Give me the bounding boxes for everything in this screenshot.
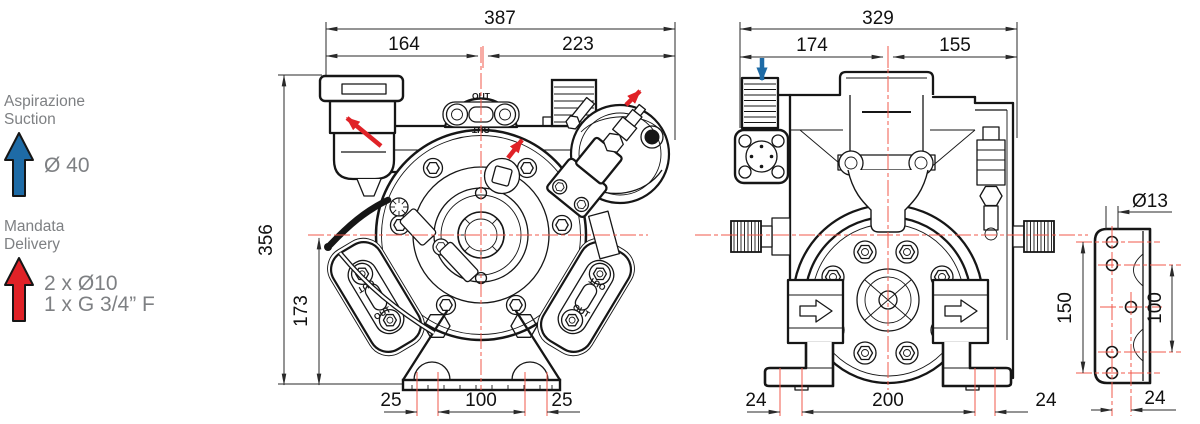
dim-front-base-center: 100 bbox=[465, 390, 497, 411]
dim-bracket-offset: 24 bbox=[1144, 388, 1166, 409]
front-flow-arrows bbox=[345, 89, 642, 160]
dim-front-overall-width: 387 bbox=[484, 8, 516, 29]
front-view: OUT OUT bbox=[256, 8, 676, 416]
front-regulator-assembly bbox=[546, 96, 671, 260]
dim-front-base-left: 25 bbox=[380, 390, 401, 411]
side-leg-right bbox=[941, 342, 1013, 388]
suction-label-italian: Aspirazione bbox=[4, 93, 85, 110]
front-dimensions: 387 164 223 356 173 25 100 25 bbox=[256, 8, 676, 416]
side-view: 329 174 155 24 200 24 bbox=[695, 8, 1088, 416]
delivery-port-size-2: 1 x G 3/4” F bbox=[44, 293, 155, 316]
delivery-flow-arrow-tank bbox=[345, 116, 383, 148]
dim-bracket-spacing: 100 bbox=[1145, 292, 1166, 324]
front-tank-assembly bbox=[318, 74, 479, 336]
side-shaft-left bbox=[730, 217, 791, 256]
delivery-label-italian: Mandata bbox=[4, 218, 65, 235]
delivery-port-size-1: 2 x Ø10 bbox=[44, 272, 118, 295]
mounting-bracket-detail: Ø13 150 100 24 bbox=[1055, 191, 1181, 416]
dim-side-right-depth: 155 bbox=[939, 35, 971, 56]
bracket-dimensions: Ø13 150 100 24 bbox=[1055, 191, 1176, 413]
delivery-label-english: Delivery bbox=[4, 236, 60, 253]
dim-side-foot-right: 24 bbox=[1035, 390, 1057, 411]
side-pump-body bbox=[730, 70, 1055, 391]
dim-side-overall-depth: 329 bbox=[862, 8, 894, 29]
front-pump-body: OUT OUT bbox=[318, 74, 671, 392]
dim-bracket-height: 150 bbox=[1055, 292, 1076, 324]
delivery-flow-arrow-center bbox=[506, 138, 524, 160]
side-leg-left bbox=[763, 342, 835, 388]
dim-side-foot-center: 200 bbox=[872, 390, 904, 411]
delivery-arrow-icon bbox=[4, 257, 34, 322]
delivery-flow-arrow-regulator bbox=[624, 89, 642, 107]
bracket-centerlines bbox=[1076, 226, 1181, 416]
side-shaft-right bbox=[1012, 220, 1055, 253]
dim-front-left-width: 164 bbox=[388, 34, 420, 55]
suction-port-size: Ø 40 bbox=[44, 154, 90, 177]
dim-side-foot-left: 24 bbox=[745, 390, 767, 411]
dim-front-overall-height: 356 bbox=[256, 224, 277, 256]
dim-front-centerline-height: 173 bbox=[291, 295, 312, 327]
dim-bracket-hole-diameter: Ø13 bbox=[1132, 191, 1168, 212]
legend: Aspirazione Suction Ø 40 Mandata Deliver… bbox=[4, 93, 155, 322]
dim-side-left-depth: 174 bbox=[796, 35, 828, 56]
suction-arrow-icon bbox=[4, 132, 34, 197]
suction-label-english: Suction bbox=[4, 111, 56, 128]
bracket-outline bbox=[1093, 227, 1152, 385]
side-relief-valve bbox=[976, 126, 1006, 241]
dim-front-base-right: 25 bbox=[551, 390, 572, 411]
side-dimensions: 329 174 155 24 200 24 bbox=[739, 8, 1057, 416]
dim-front-right-width: 223 bbox=[562, 34, 594, 55]
